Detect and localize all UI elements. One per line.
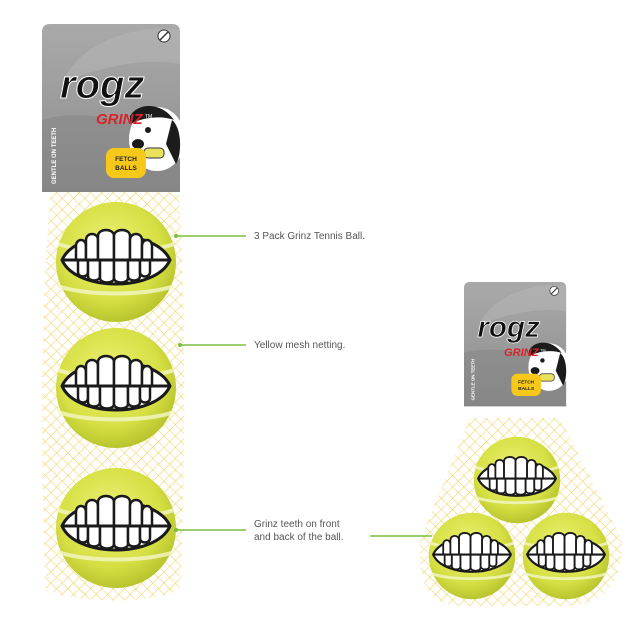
callout-mesh-label: Yellow mesh netting. <box>254 340 346 351</box>
fetch-badge-line2-left: BALLS <box>115 165 137 172</box>
fetch-badge-line1-left: FETCH <box>115 156 137 163</box>
grinz-ball-left-1 <box>54 200 178 324</box>
callout-pack-text: 3 Pack Grinz Tennis Ball. <box>254 230 365 243</box>
callout-pack-label: 3 Pack Grinz Tennis Ball. <box>254 231 365 242</box>
grinz-ball-right-right <box>521 511 611 601</box>
grinz-label-left: GRINZ <box>96 111 144 128</box>
fetch-badge-left <box>106 148 146 178</box>
callout-teeth-line2: and back of the ball. <box>254 532 344 543</box>
callout-mesh-text: Yellow mesh netting. <box>254 339 345 352</box>
trademark-right: TM <box>540 349 545 353</box>
callout-teeth-text: Grinz teeth on front and back of the bal… <box>254 518 344 544</box>
side-text-left: GENTLE ON TEETH <box>52 128 58 184</box>
grinz-ball-right-top <box>472 435 562 525</box>
fetch-badge-right <box>511 373 541 396</box>
grinz-label-right: GRINZ <box>504 347 540 359</box>
callout-dot-pack <box>174 234 178 238</box>
logo-rogz-left: rogz <box>60 63 144 107</box>
fetch-badge-line1-right: FETCH <box>518 379 535 385</box>
fetch-badge-line2-right: BALLS <box>518 386 535 392</box>
card-text-right: rogz GRINZ TM FETCH BALLS GENTLE ON TEET… <box>470 310 545 401</box>
callout-lines <box>174 234 432 537</box>
grinz-ball-right-left <box>427 511 517 601</box>
callout-dot-teeth <box>174 528 178 532</box>
callout-dot-mesh <box>178 343 182 347</box>
callout-teeth-line1: Grinz teeth on front <box>254 519 340 530</box>
grinz-ball-left-2 <box>54 326 178 450</box>
grinz-ball-left-3 <box>54 466 178 590</box>
card-text-left: rogz GRINZ TM FETCH BALLS GENTLE ON TEET… <box>52 63 152 185</box>
trademark-left: TM <box>145 114 152 120</box>
logo-rogz-right: rogz <box>477 311 540 344</box>
side-text-right: GENTLE ON TEETH <box>470 359 475 401</box>
